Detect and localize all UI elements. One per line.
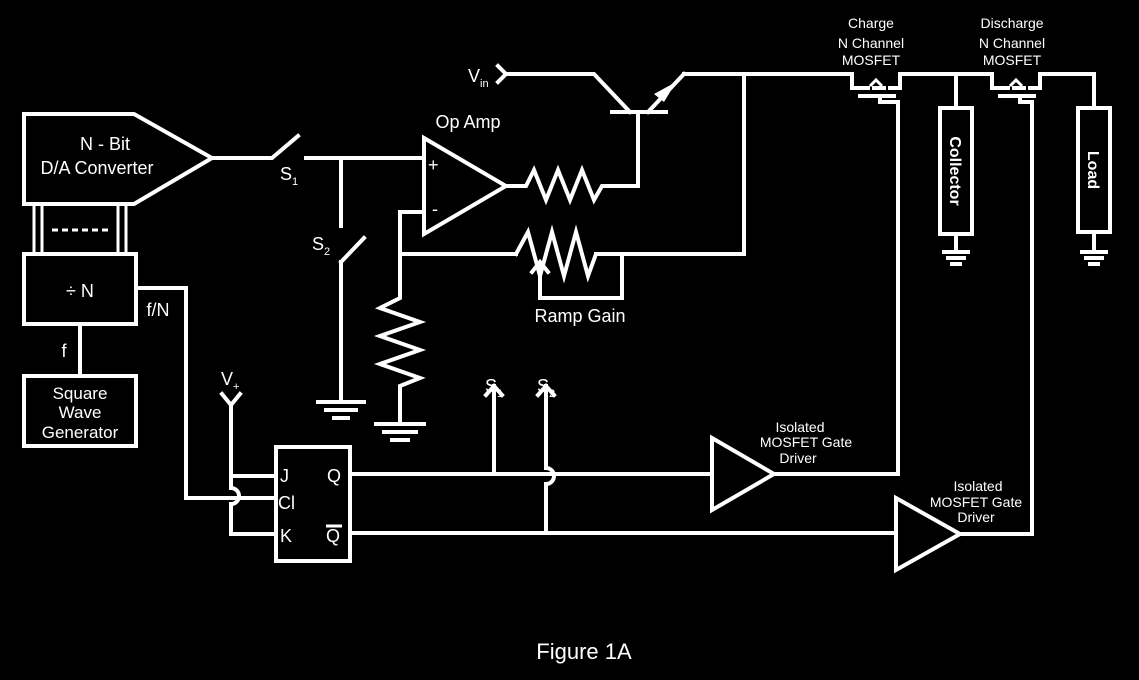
s1-control-arrow [483,382,505,398]
charge-line3: MOSFET [842,52,901,68]
ramp-gain-label: Ramp Gain [534,306,625,326]
jk-flipflop: J Cl K Q Q [274,445,352,563]
divider-label: ÷ N [66,281,94,301]
s2-control-label: S2 [537,376,555,400]
s1-control-label: S1 [485,376,503,400]
generator-line1: Square [53,384,108,403]
ff-q-label: Q [327,466,341,486]
gate-driver-2-line2: MOSFET Gate [930,494,1023,510]
collector: Collector [938,72,974,266]
pass-transistor: Vin [468,63,687,115]
discharge-line1: Discharge [980,15,1043,31]
generator-line2: Wave [59,403,102,422]
charge-line1: Charge [848,15,894,31]
ff-k-label: K [280,526,292,546]
ground-resistor [373,252,427,442]
s2-control-tap [544,384,556,535]
ramp-gain-pot: Ramp Gain [513,72,746,326]
f-over-n-label: f/N [146,300,169,320]
dac-block: N - Bit D/A Converter [22,112,217,206]
load: Load [1076,106,1112,266]
discharge-line3: MOSFET [983,52,1042,68]
base-resistor [504,110,640,206]
charge-line2: N Channel [838,35,904,51]
divider-block: ÷ N [22,252,138,326]
charge-mosfet: Charge N Channel MOSFET [772,15,904,476]
vplus-supply: V+ [219,369,278,536]
switch-s1: S1 [210,133,426,188]
bus-lines [32,204,128,254]
vplus-label: V+ [221,369,239,393]
gate-driver-1-line2: MOSFET Gate [760,434,853,450]
collector-label: Collector [946,136,963,205]
s2-label: S2 [312,234,330,258]
load-label: Load [1084,151,1101,189]
gate-driver-2-line1: Isolated [953,478,1002,494]
op-amp-minus: - [432,199,438,219]
gate-driver-2: Isolated MOSFET Gate Driver [894,478,1023,574]
dac-label-line1: N - Bit [80,134,130,154]
op-amp-label: Op Amp [435,112,500,132]
switch-s2: S2 [312,156,367,420]
emitter-arrow [654,82,676,102]
supply-rail-right [1038,72,1096,110]
s1-label: S1 [280,164,298,188]
f-label: f [61,341,67,361]
vin-label: Vin [468,66,489,90]
discharge-line2: N Channel [979,35,1045,51]
gate-driver-1-line1: Isolated [775,419,824,435]
f-over-n-wire [134,286,278,500]
inverting-input-wire [398,210,426,256]
figure-caption: Figure 1A [536,639,632,664]
dac-label-line2: D/A Converter [40,158,153,178]
op-amp: Op Amp + - [422,112,510,238]
ff-qbar-label: Q [326,526,340,546]
op-amp-plus: + [428,155,439,175]
gate-driver-2-line3: Driver [957,509,995,525]
gate-driver-1-line3: Driver [779,450,817,466]
gate-driver-1: Isolated MOSFET Gate Driver [710,419,853,514]
square-wave-generator: Square Wave Generator [22,374,138,448]
ff-j-label: J [280,466,289,486]
generator-line3: Generator [42,423,119,442]
s2-control-arrow [535,382,557,398]
discharge-mosfet: Discharge N Channel MOSFET [958,15,1045,536]
ff-cl-label: Cl [278,493,295,513]
